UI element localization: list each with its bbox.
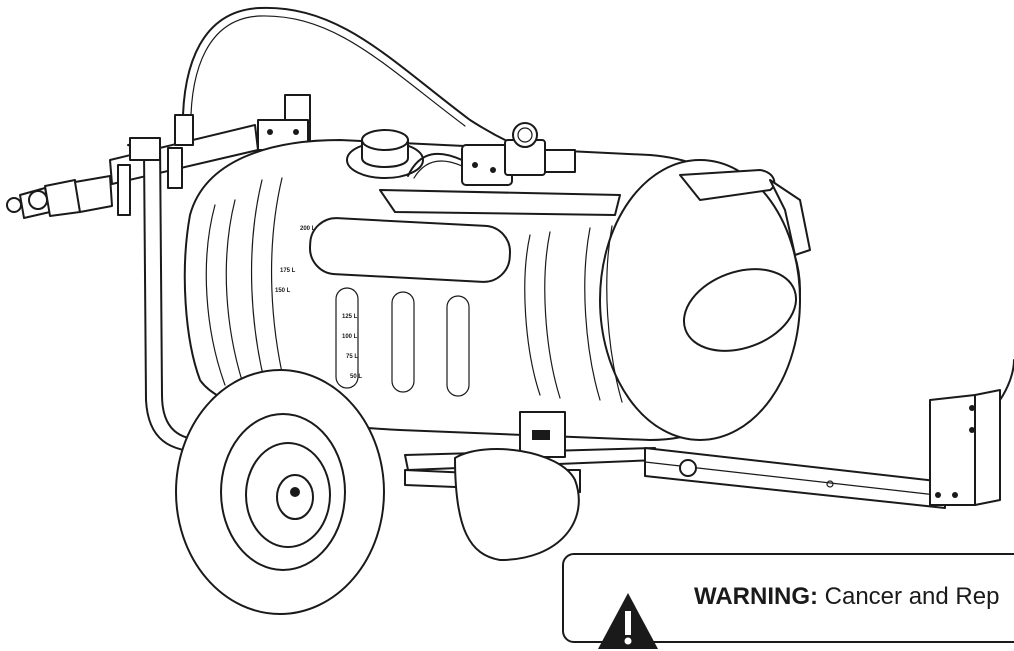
fill-cap xyxy=(346,129,424,179)
spray-tank: 200 L 175 L 150 L 125 L 100 L 75 L 50 L xyxy=(183,139,801,441)
pump-assembly xyxy=(407,122,576,186)
spray-nozzle xyxy=(6,175,113,219)
tank-label-175: 175 L xyxy=(280,268,296,274)
warning-message: WARNING: Cancer and Rep xyxy=(694,583,999,611)
warning-title: WARNING: xyxy=(694,583,818,610)
trailer-tongue xyxy=(644,359,1014,509)
warning-triangle-icon xyxy=(598,593,658,649)
sprayer-illustration: 200 L 175 L 150 L 125 L 100 L 75 L 50 L xyxy=(6,6,1014,615)
tank-label-125: 125 L xyxy=(342,314,358,320)
tank-label-75: 75 L xyxy=(346,354,358,360)
tank-label-100: 100 L xyxy=(342,334,358,340)
tank-label-50: 50 L xyxy=(350,374,362,380)
tank-label-150: 150 L xyxy=(275,288,291,294)
tank-label-200: 200 L xyxy=(300,226,316,232)
warning-box: WARNING: Cancer and Rep xyxy=(562,553,1014,649)
wheel xyxy=(175,369,385,615)
warning-body: Cancer and Rep xyxy=(824,583,1000,610)
